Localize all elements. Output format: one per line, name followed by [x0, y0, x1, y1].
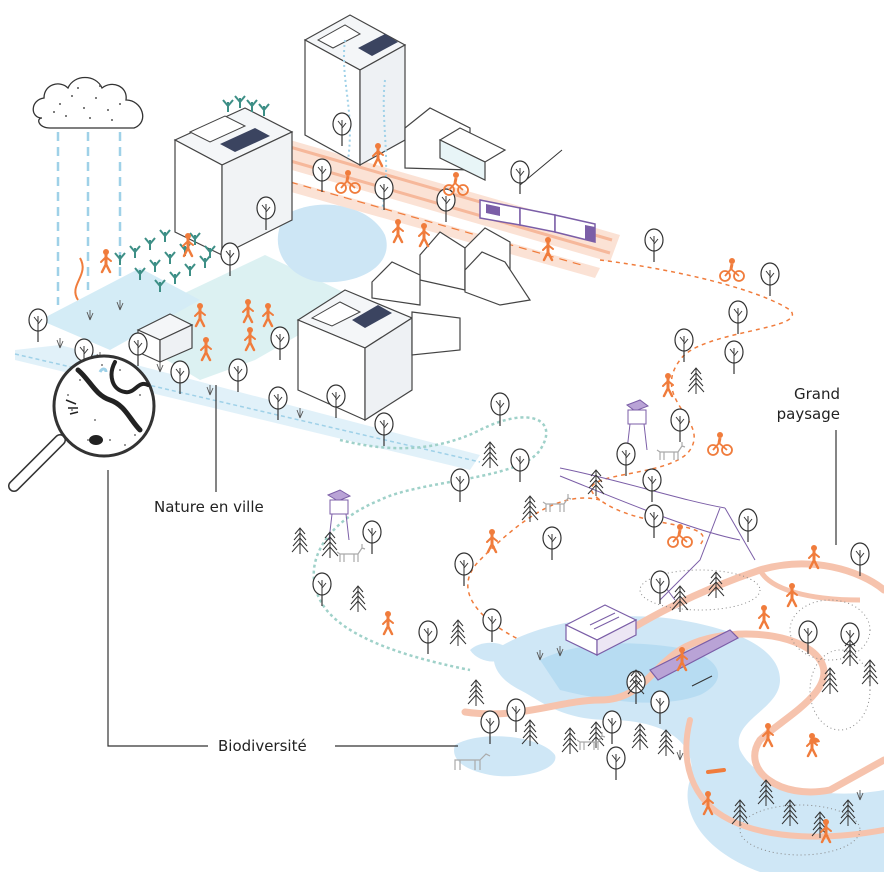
- hiking-trail: [467, 259, 794, 641]
- rain-cloud-icon: [32, 76, 144, 305]
- watchtower-icon: [625, 399, 650, 451]
- landscape-people: [381, 256, 833, 844]
- riverside-building: [564, 604, 638, 656]
- houses-top: [404, 107, 507, 181]
- label-biodiversite: Biodiversité: [218, 737, 307, 755]
- leader-lines: [107, 385, 837, 747]
- riverside-path: [461, 630, 884, 796]
- tram-icon: [479, 149, 596, 243]
- cow-icon: [454, 753, 491, 770]
- label-grand-paysage-line2: paysage: [776, 405, 840, 423]
- forest-stipple: [639, 569, 871, 856]
- houses-middle: [371, 227, 532, 306]
- building-bottom: [296, 289, 461, 422]
- urban-people: [74, 141, 555, 362]
- label-grand-paysage-line1: Grand: [793, 385, 840, 403]
- label-nature-en-ville: Nature en ville: [154, 498, 264, 516]
- label-grand-paysage: Grand paysage: [770, 384, 840, 424]
- building-left: [173, 95, 294, 256]
- magnifier-icon: [8, 354, 156, 492]
- urban-pond: [277, 204, 387, 283]
- watchtower-icon-2: [326, 489, 352, 541]
- bridge-icon: [649, 629, 740, 681]
